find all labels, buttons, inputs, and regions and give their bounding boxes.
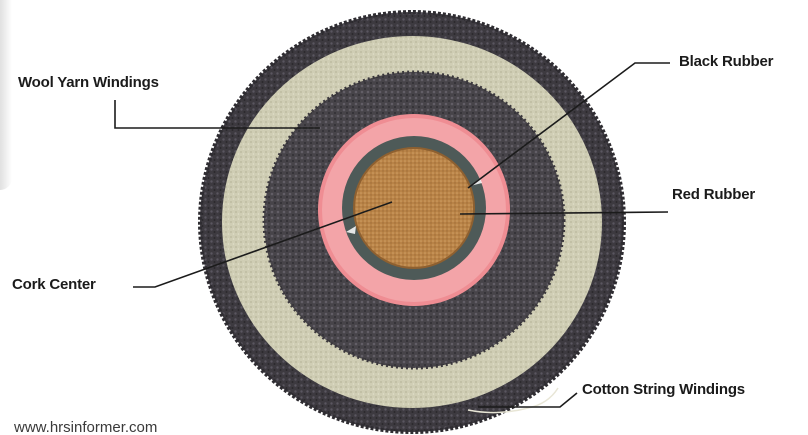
- label-black-rubber: Black Rubber: [679, 53, 773, 70]
- source-watermark: www.hrsinformer.com: [14, 419, 157, 435]
- label-cotton-string-windings: Cotton String Windings: [582, 381, 745, 398]
- label-red-rubber: Red Rubber: [672, 186, 755, 203]
- label-cork-center: Cork Center: [12, 276, 96, 293]
- cork-center-core: [354, 148, 474, 268]
- label-wool-yarn-windings: Wool Yarn Windings: [18, 74, 159, 91]
